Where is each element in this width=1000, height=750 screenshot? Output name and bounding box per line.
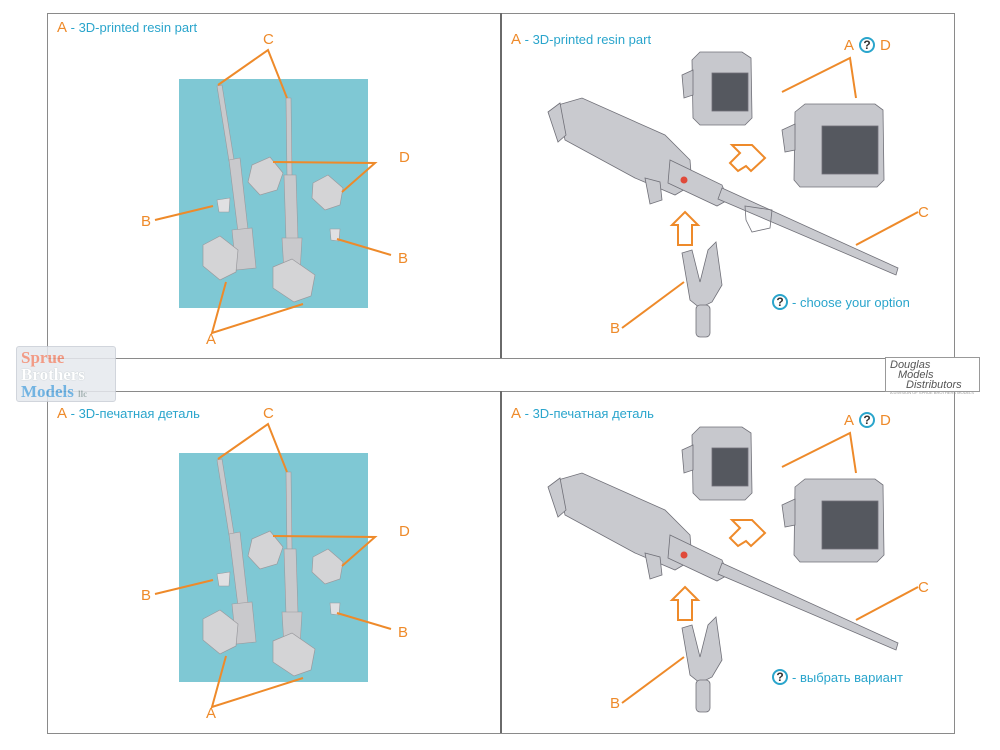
logo-line: Douglas: [890, 359, 931, 371]
assembly-diagram: [547, 426, 919, 713]
leader-lines: [621, 431, 919, 704]
label-d: D: [399, 523, 410, 540]
assembly-arrow: [669, 519, 767, 621]
label-d: D: [880, 411, 891, 429]
barrel-part: [216, 458, 257, 645]
panel-assembly-en: A - 3D-printed resin part: [500, 0, 960, 360]
logo-line: Brothers: [21, 365, 85, 384]
label-c: C: [263, 31, 274, 48]
label-b: B: [610, 320, 621, 337]
assembly-arrow: [669, 144, 767, 246]
question-mark-icon: ?: [772, 669, 788, 685]
leader-lines: [154, 422, 392, 709]
label-b: B: [398, 624, 409, 641]
leader-lines: [154, 48, 392, 335]
caption-text: - 3D-печатная деталь: [67, 406, 200, 421]
option-legend: ? - choose your option: [772, 294, 910, 310]
caption-text: - 3D-печатная деталь: [521, 406, 654, 421]
label-c: C: [263, 405, 274, 422]
ammo-box-option-1: [681, 51, 753, 126]
caption-letter: A: [57, 405, 68, 422]
option-marker: A ? D: [844, 412, 891, 428]
logo-line: Models: [898, 369, 934, 381]
label-a: A: [206, 331, 217, 348]
label-c: C: [918, 579, 929, 596]
question-mark-icon: ?: [859, 37, 876, 53]
machine-gun-body: [547, 472, 899, 651]
label-b: B: [141, 587, 152, 604]
caption-letter: A: [57, 19, 68, 36]
ammo-box-part: [202, 530, 344, 677]
parts-layout-diagram: [154, 422, 392, 709]
caption-letter: A: [511, 405, 522, 422]
logo-word: Models: [21, 382, 74, 401]
ammo-box-option-1: [681, 426, 753, 501]
option-legend-text: - выбрать вариант: [792, 669, 903, 685]
panel-caption: A - 3D-печатная деталь: [511, 405, 654, 422]
logo-tagline: A DIVISION OF SPRUE BROTHERS MODELS: [890, 390, 975, 395]
ammo-box-option-2: [781, 478, 885, 563]
label-b: B: [398, 250, 409, 267]
leader-lines: [621, 56, 919, 329]
question-mark-icon: ?: [772, 294, 788, 310]
question-mark-icon: ?: [859, 412, 876, 428]
barrel-part: [281, 97, 303, 273]
panel-parts-layout-en: A - 3D-printed resin part: [0, 0, 500, 360]
logo-line: Models llc: [21, 383, 111, 403]
panel-caption: A - 3D-printed resin part: [511, 31, 651, 48]
machine-gun-body: [547, 97, 899, 276]
panel-caption: A - 3D-printed resin part: [57, 19, 197, 36]
label-d: D: [399, 149, 410, 166]
assembly-diagram: [547, 51, 919, 338]
cradle-part: [681, 241, 723, 338]
logo-line: Distributors: [906, 379, 962, 391]
caption-letter: A: [511, 31, 522, 48]
douglas-models-logo: Douglas Models Distributors A DIVISION O…: [885, 357, 980, 395]
parts-layout-diagram: [154, 48, 392, 335]
caption-text: - 3D-printed resin part: [521, 32, 652, 47]
label-b: B: [141, 213, 152, 230]
label-a: A: [844, 36, 855, 54]
panel-parts-layout-ru: A - 3D-печатная деталь: [0, 375, 500, 735]
label-b: B: [610, 695, 621, 712]
panel-assembly-ru: A - 3D-печатная деталь: [500, 375, 960, 735]
cradle-part: [216, 197, 341, 242]
label-a: A: [206, 705, 217, 722]
sprue-brothers-logo: Sprue Brothers Models llc: [16, 346, 116, 402]
label-a: A: [844, 411, 855, 429]
label-c: C: [918, 204, 929, 221]
panel-divider-top: [500, 13, 502, 358]
label-d: D: [880, 36, 891, 54]
ammo-box-part: [202, 156, 344, 303]
option-legend: ? - выбрать вариант: [772, 669, 903, 685]
ammo-box-option-2: [781, 103, 885, 188]
option-legend-text: - choose your option: [792, 294, 910, 310]
option-marker: A ? D: [844, 37, 891, 53]
panel-caption: A - 3D-печатная деталь: [57, 405, 200, 422]
caption-text: - 3D-printed resin part: [67, 20, 198, 35]
logo-line: Sprue: [21, 348, 65, 367]
cradle-part: [681, 616, 723, 713]
barrel-part: [216, 84, 257, 271]
panel-divider-bottom: [500, 391, 502, 733]
cradle-part: [216, 571, 341, 616]
logo-suffix: llc: [78, 389, 88, 399]
